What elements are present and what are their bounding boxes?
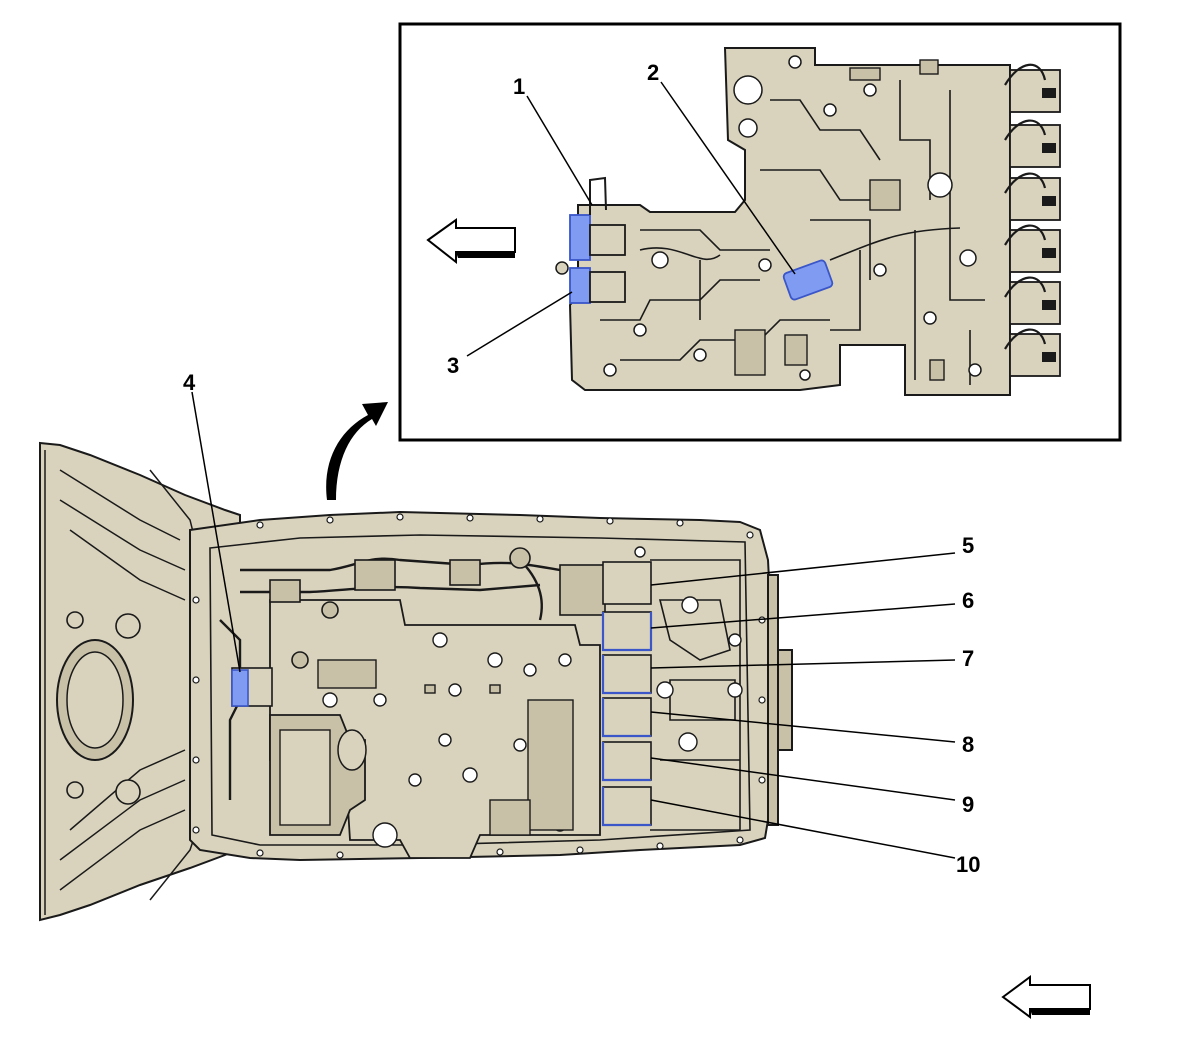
callout-7: 7 <box>962 646 974 671</box>
transmission-main <box>39 441 793 922</box>
inset-bolt <box>555 261 569 275</box>
callout-3: 3 <box>447 353 459 378</box>
arrow-left-icon <box>426 218 516 265</box>
arrow-left-icon <box>1001 975 1091 1019</box>
solenoid-stack-main <box>601 561 653 827</box>
output-flange <box>767 574 779 826</box>
main-leaders <box>191 391 956 859</box>
callout-1: 1 <box>513 74 525 99</box>
callout-8: 8 <box>962 732 974 757</box>
main-highlight-part-4 <box>231 667 273 707</box>
callout-5: 5 <box>962 533 974 558</box>
callout-10: 10 <box>956 852 980 877</box>
callout-labels: 1 2 3 4 5 6 7 8 9 10 <box>183 60 980 877</box>
callout-6: 6 <box>962 588 974 613</box>
callout-4: 4 <box>183 370 196 395</box>
callout-2: 2 <box>647 60 659 85</box>
inset-highlight-part-1-3 <box>569 214 626 304</box>
inset-detail <box>398 22 1122 442</box>
inset-highlight-part-2 <box>782 259 834 301</box>
valve-body-inset <box>568 47 1011 396</box>
inset-leaders <box>466 81 796 357</box>
curved-arrow-icon <box>326 402 388 500</box>
connector-stack-inset <box>1004 63 1061 377</box>
callout-9: 9 <box>962 792 974 817</box>
inset-sensor-wire <box>589 176 607 215</box>
